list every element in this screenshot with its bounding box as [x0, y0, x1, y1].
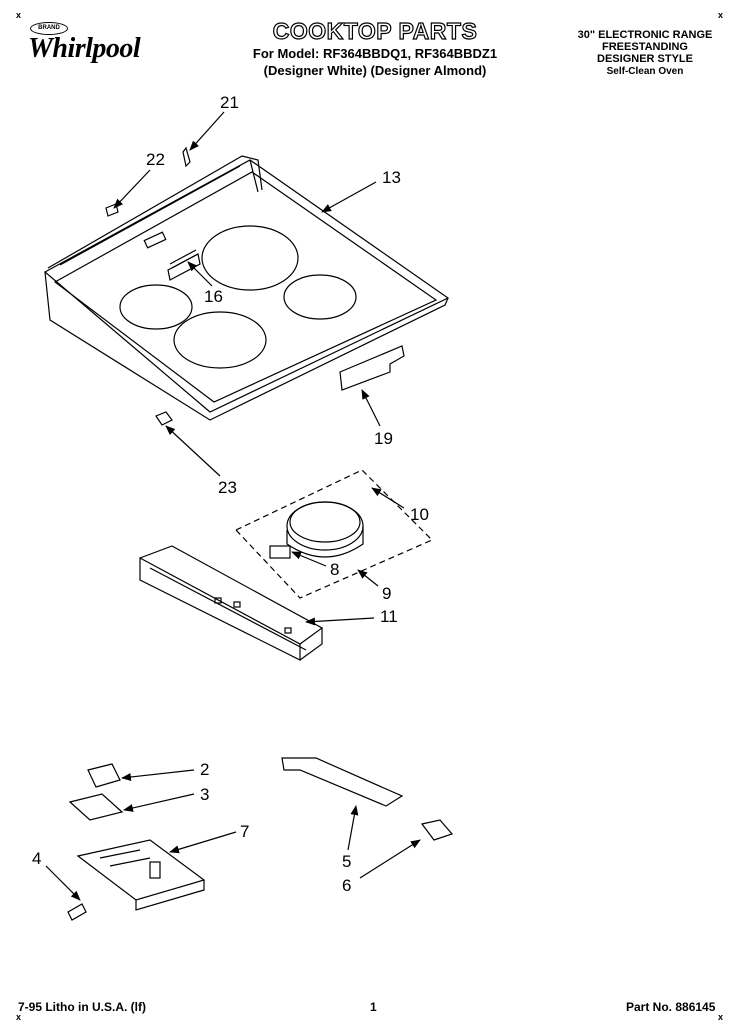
- color-line: (Designer White) (Designer Almond): [263, 63, 487, 78]
- brand-badge: BRAND: [30, 22, 68, 35]
- callout-9: 9: [382, 584, 392, 603]
- callout-16: 16: [204, 287, 223, 306]
- part-2-drawing: [87, 763, 121, 788]
- brand-logo: Whirlpool: [28, 33, 141, 64]
- footer-litho: 7-95 Litho in U.S.A. (lf): [18, 1000, 146, 1014]
- element-assembly-drawing: [234, 469, 434, 599]
- part-19-drawing: [339, 345, 405, 391]
- part-21-drawing: [182, 146, 191, 168]
- part-11-drawing: [138, 545, 324, 661]
- product-line-2: FREESTANDING: [602, 41, 688, 53]
- part-3-drawing: [68, 793, 124, 821]
- corner-mark-bottom-left: x: [16, 1012, 22, 1022]
- part-6-drawing: [420, 819, 454, 841]
- callout-21: 21: [220, 93, 239, 112]
- callout-5: 5: [342, 852, 352, 871]
- corner-mark-top-right: x: [718, 10, 724, 20]
- callout-19: 19: [374, 429, 393, 448]
- callout-7: 7: [240, 822, 250, 841]
- callout-22: 22: [146, 150, 165, 169]
- product-line-3: DESIGNER STYLE: [597, 53, 693, 65]
- footer-part-number: Part No. 886145: [626, 1000, 716, 1014]
- part-22-drawing: [105, 203, 119, 217]
- product-line-1: 30" ELECTRONIC RANGE: [577, 29, 713, 41]
- callout-2: 2: [200, 760, 210, 779]
- part-5-drawing: [281, 757, 404, 807]
- callout-13: 13: [382, 168, 401, 187]
- callout-8: 8: [330, 560, 340, 579]
- footer-page-number: 1: [370, 1000, 377, 1014]
- callout-23: 23: [218, 478, 237, 497]
- corner-mark-bottom-right: x: [718, 1012, 724, 1022]
- callout-11: 11: [380, 607, 398, 626]
- corner-mark-top-left: x: [16, 10, 22, 20]
- part-4-drawing: [67, 903, 87, 921]
- page-title: COOKTOP PARTS: [272, 17, 478, 44]
- part-23-drawing: [155, 411, 173, 426]
- callout-6: 6: [342, 876, 352, 895]
- model-line: For Model: RF364BBDQ1, RF364BBDZ1: [252, 46, 498, 61]
- callout-4: 4: [32, 849, 42, 868]
- product-line-4: Self-Clean Oven: [606, 66, 684, 77]
- cooktop-drawing: [43, 155, 450, 421]
- callout-3: 3: [200, 785, 210, 804]
- callout-10: 10: [410, 505, 429, 524]
- part-7-drawing: [76, 839, 206, 911]
